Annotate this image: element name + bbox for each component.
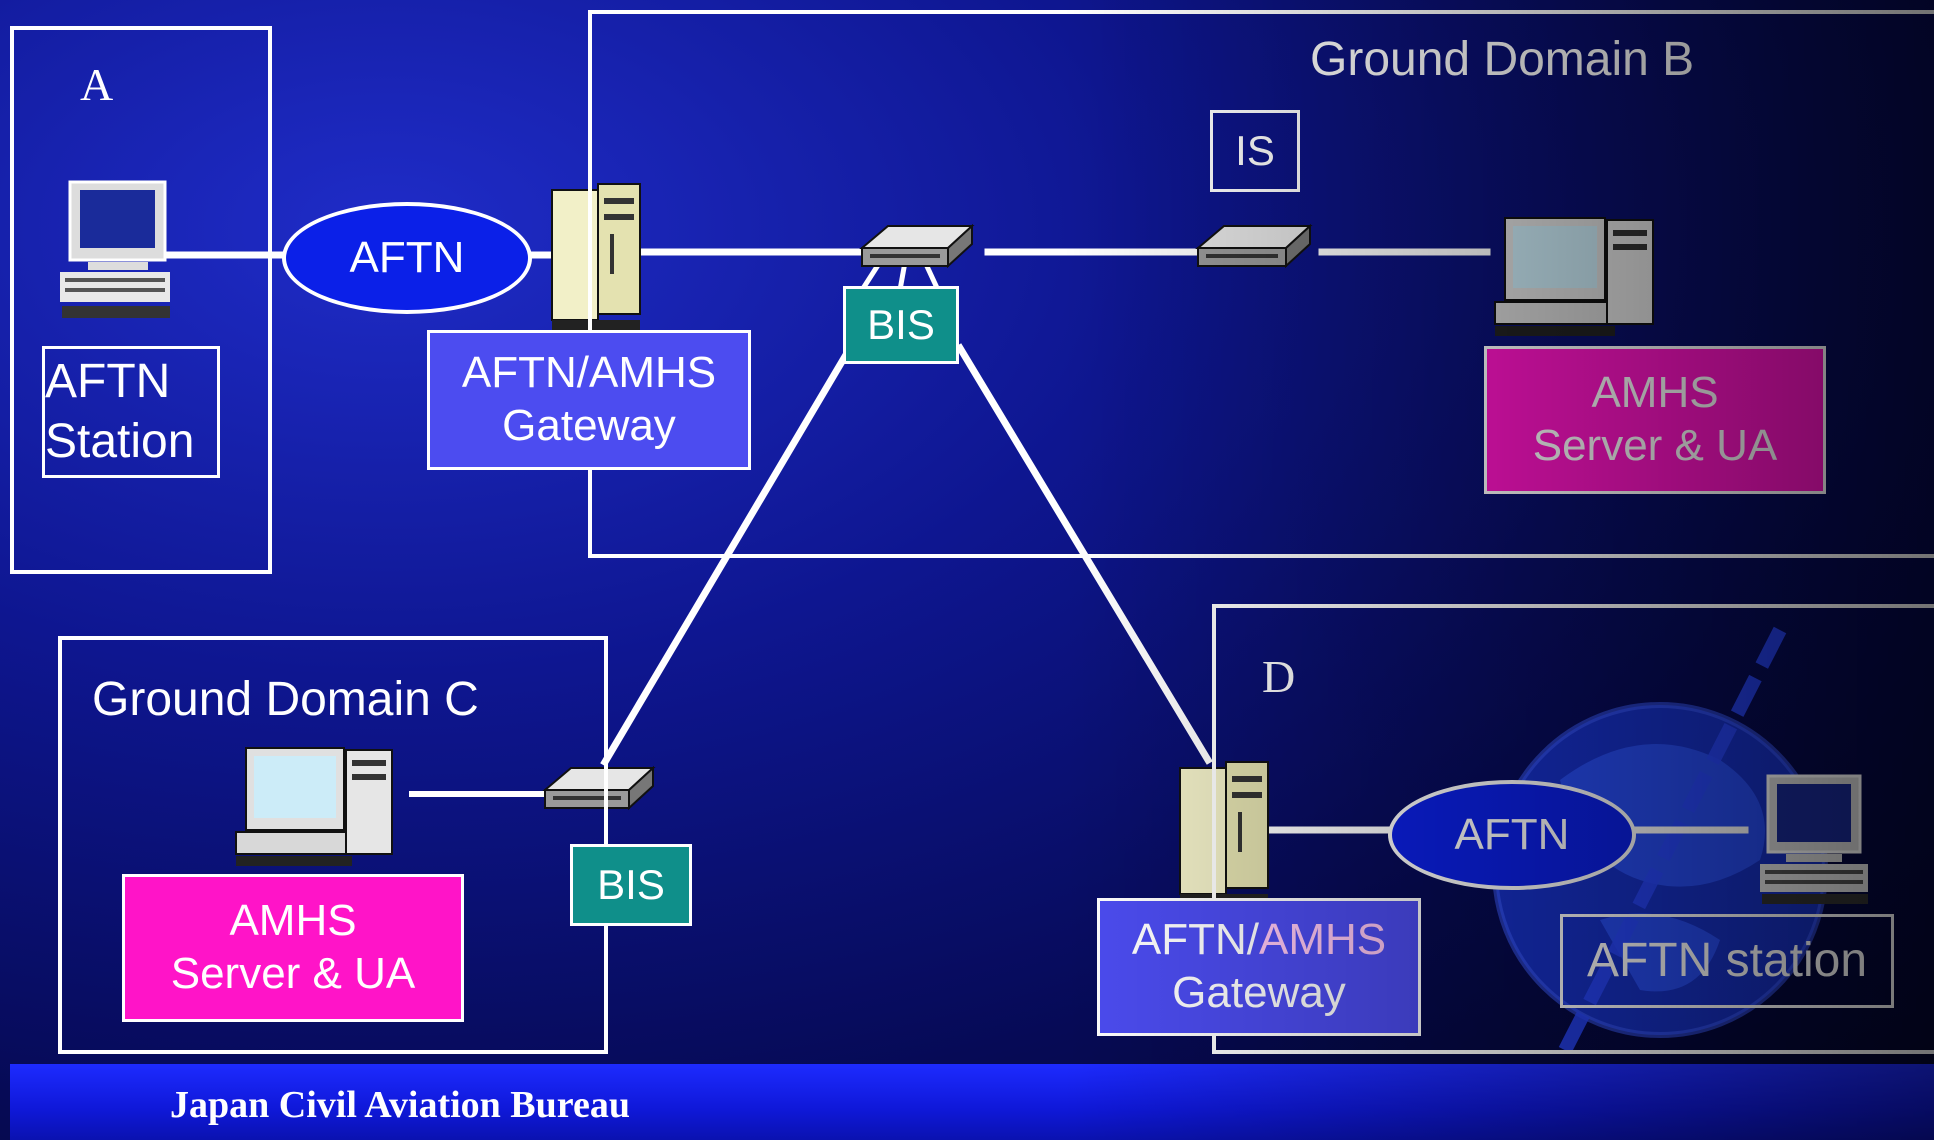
aftn-station-a-line2: Station	[45, 415, 195, 468]
gateway-d-line1-part2: AMHS	[1258, 915, 1387, 965]
is-b[interactable]: IS	[1210, 110, 1300, 192]
aftn-station-d-label: AFTN station	[1586, 934, 1868, 988]
region-c-label: Ground Domain C	[92, 673, 479, 726]
aftn-station-a-line1: AFTN	[45, 355, 171, 408]
router-icon	[542, 765, 656, 811]
bis-c[interactable]: BIS	[570, 844, 692, 926]
aftn-amhs-gateway-d[interactable]: AFTN/AMHS Gateway	[1097, 898, 1421, 1036]
bis-c-label: BIS	[597, 860, 665, 908]
aftn-station-d[interactable]: AFTN station	[1560, 914, 1894, 1008]
gateway-b-line1: AFTN/AMHS	[461, 348, 717, 398]
gateway-d-line1: AFTN/AMHS	[1132, 914, 1386, 967]
aftn-network-d[interactable]: AFTN	[1388, 780, 1636, 890]
aftn-network-a[interactable]: AFTN	[282, 202, 532, 314]
bis-b[interactable]: BIS	[843, 286, 959, 364]
computer-icon	[1494, 217, 1654, 336]
region-d	[1212, 604, 1934, 1054]
region-ground-domain-b	[588, 10, 1934, 558]
amhs-c-line2: Server & UA	[170, 949, 416, 998]
computer-icon	[60, 180, 170, 318]
bis-b-label: BIS	[867, 300, 935, 348]
computer-icon	[235, 747, 393, 866]
footer-text: Japan Civil Aviation Bureau	[170, 1084, 630, 1126]
amhs-b-line1: AMHS	[1591, 368, 1719, 418]
aftn-amhs-gateway-b[interactable]: AFTN/AMHS Gateway	[427, 330, 751, 470]
aftn-network-d-label: AFTN	[1454, 810, 1570, 859]
aftn-station-a[interactable]: AFTN Station	[42, 346, 220, 478]
region-a-label: A	[80, 59, 114, 110]
region-d-label: D	[1262, 651, 1296, 702]
region-b-label: Ground Domain B	[1310, 33, 1695, 86]
footer-bar	[10, 1064, 1934, 1140]
aftn-network-a-label: AFTN	[349, 233, 465, 282]
server-icon	[551, 183, 641, 330]
amhs-c-line1: AMHS	[229, 896, 357, 946]
gateway-d-line1-part1: AFTN/	[1131, 915, 1259, 965]
router-icon	[1195, 223, 1313, 269]
gateway-d-line2: Gateway	[1172, 968, 1346, 1017]
region-a	[10, 26, 272, 574]
amhs-server-ua-c[interactable]: AMHS Server & UA	[122, 874, 464, 1022]
gateway-b-line2: Gateway	[502, 401, 676, 450]
amhs-server-ua-b[interactable]: AMHS Server & UA	[1484, 346, 1826, 494]
is-b-label: IS	[1235, 126, 1275, 174]
amhs-b-line2: Server & UA	[1532, 421, 1778, 470]
computer-icon	[1760, 774, 1868, 904]
router-icon	[859, 223, 975, 269]
server-icon	[1179, 761, 1269, 904]
